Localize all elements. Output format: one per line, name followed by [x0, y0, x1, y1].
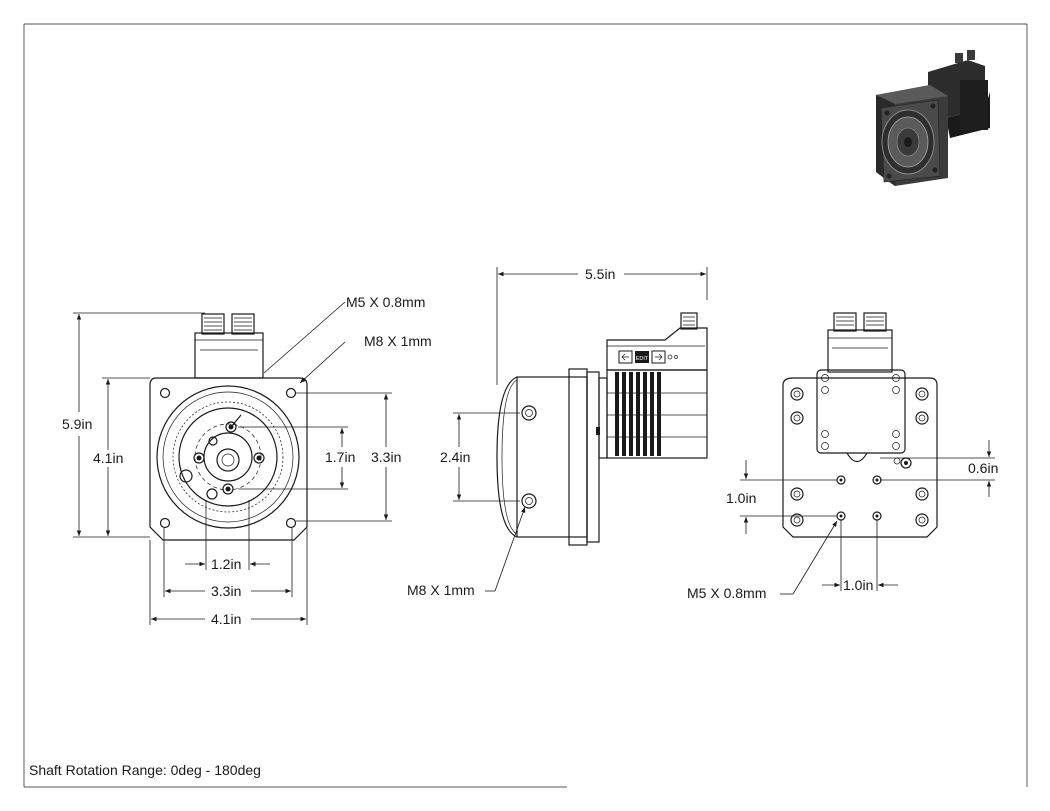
edit-button-label: EDIT	[636, 356, 649, 362]
width-inner-label: 1.2in	[211, 556, 241, 572]
overall-height-label: 5.9in	[62, 416, 92, 432]
front-connector-block	[194, 313, 264, 379]
bolt-circle-large-label: 3.3in	[371, 449, 401, 465]
hole-spacing-horizontal-label: 1.0in	[843, 577, 873, 593]
body-height-label: 4.1in	[93, 450, 123, 466]
rear-view: 0.6in 1.0in 1.0in M5 X 0.8mm	[687, 312, 998, 601]
hole-spacing-vertical-label: 1.0in	[726, 490, 756, 506]
drawing-border	[23, 23, 1028, 788]
side-thread-label: M8 X 1mm	[407, 582, 475, 598]
side-view: EDIT 5.5in 2.4in M8 X 1mm	[407, 266, 708, 598]
front-thread-corner-label: M8 X 1mm	[364, 333, 432, 349]
shaft-rotation-note: Shaft Rotation Range: 0deg - 180deg	[29, 762, 261, 778]
hole-spacing-label: 2.4in	[440, 449, 470, 465]
front-view: M5 X 0.8mm M8 X 1mm 5.9in 4.1in 1.7in 3.…	[62, 294, 432, 627]
front-thread-top-label: M5 X 0.8mm	[346, 294, 425, 310]
width-overall-label: 4.1in	[211, 611, 241, 627]
overall-length-label: 5.5in	[585, 266, 615, 282]
bolt-circle-small-label: 1.7in	[325, 449, 355, 465]
rear-thread-label: M5 X 0.8mm	[687, 585, 766, 601]
isometric-view	[876, 50, 990, 186]
width-mid-label: 3.3in	[211, 583, 241, 599]
offset-right-label: 0.6in	[968, 460, 998, 476]
motor-fins	[607, 372, 707, 456]
